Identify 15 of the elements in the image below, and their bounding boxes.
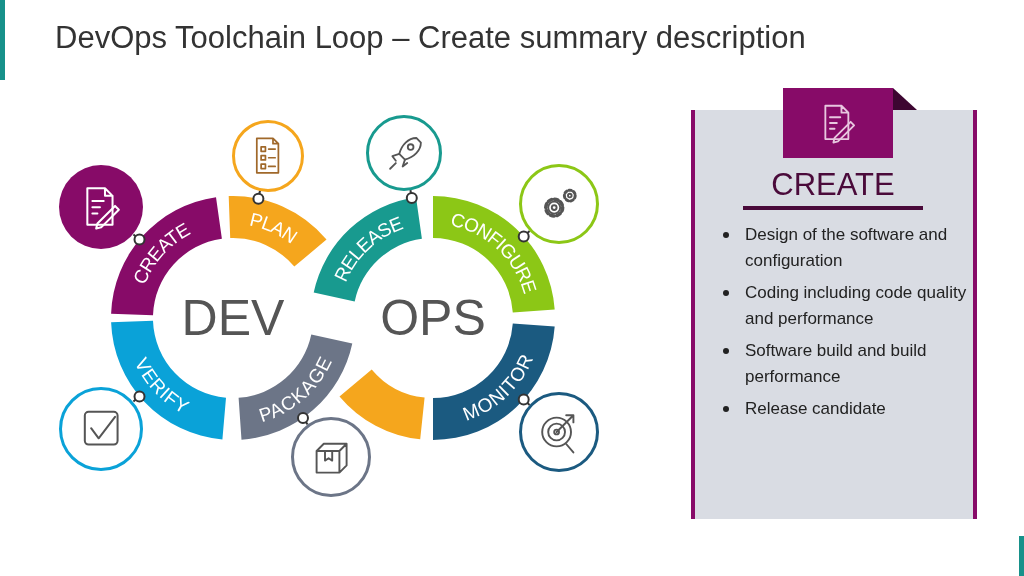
arc-segment [228, 196, 327, 267]
arc-segment [339, 369, 425, 440]
card-heading: CREATE [743, 166, 923, 210]
connector-line [132, 390, 146, 403]
segment-label: PLAN [247, 208, 302, 248]
slide-title: DevOps Toolchain Loop – Create summary description [55, 20, 806, 56]
bullet-item: Release candidate [745, 396, 995, 422]
ring-label: OPS [380, 293, 486, 343]
connector-line [132, 233, 146, 246]
ring-label: DEV [181, 293, 285, 343]
bullet-item: Software build and build performance [745, 338, 995, 389]
bullet-item: Design of the software and configuration [745, 222, 995, 273]
bullet-item: Coding including code quality and performance [745, 280, 995, 331]
connector-line [405, 189, 418, 204]
connector-line [252, 189, 265, 205]
